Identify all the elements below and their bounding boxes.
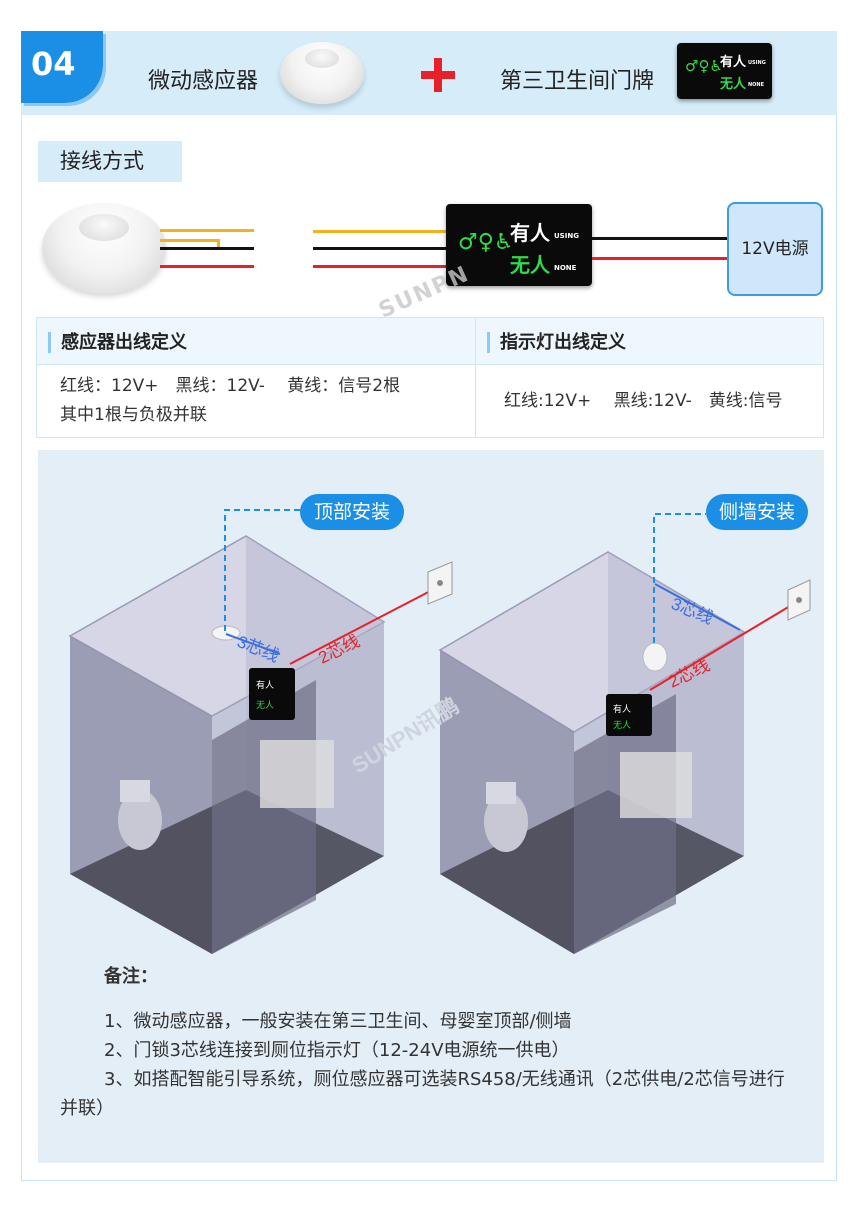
sensor-yellow-wire-1 xyxy=(160,229,254,232)
step-badge: 04 xyxy=(21,31,103,103)
svg-text:有人: 有人 xyxy=(256,679,274,690)
wire-definition-table: 感应器出线定义 指示灯出线定义 红线：12V+ 黑线：12V- 黄线：信号2根其… xyxy=(36,317,824,438)
sensor-image xyxy=(280,42,364,104)
svg-text:无人: 无人 xyxy=(256,700,274,710)
wiring-door-sign: ♂♀♿ 有人 USING 无人 NONE xyxy=(446,204,592,286)
wiring-sensor-image xyxy=(42,203,166,293)
sign-title: 第三卫生间门牌 xyxy=(500,69,655,94)
table-cell-indicator: 红线:12V+ 黑线:12V- 黄线:信号 xyxy=(475,364,824,438)
sign-occupied-en: USING xyxy=(554,232,579,240)
sensor-yellow-wire-2 xyxy=(160,239,220,242)
table-header-sensor: 感应器出线定义 xyxy=(36,317,476,365)
note-item: 1、微动感应器，一般安装在第三卫生间、母婴室顶部/侧墙 xyxy=(104,1011,572,1032)
door-sign-image: ♂♀♿ 有人 USING 无人 NONE xyxy=(677,43,772,99)
plus-icon xyxy=(421,58,455,92)
restroom-figures-icon: ♂♀♿ xyxy=(685,57,723,75)
sign-occupied-text: 有人 xyxy=(510,221,550,245)
sign-occupied-text: 有人 xyxy=(720,55,747,70)
sign-vacant-en: NONE xyxy=(554,264,577,272)
note-item: 3、如搭配智能引导系统，厕位感应器可选装RS458/无线通讯（2芯供电/2芯信号… xyxy=(60,1069,785,1119)
power-supply-box: 12V电源 xyxy=(727,202,823,296)
side-mount-label: 侧墙安装 xyxy=(706,494,808,530)
sensor-title: 微动感应器 xyxy=(148,69,259,94)
table-cell-sensor: 红线：12V+ 黑线：12V- 黄线：信号2根其中1根与负极并联 xyxy=(36,364,476,438)
svg-text:有人: 有人 xyxy=(613,703,631,714)
sign-vacant-en: NONE xyxy=(748,82,765,88)
sensor-red-wire xyxy=(160,265,254,268)
sign-yellow-wire xyxy=(313,230,447,233)
sensor-black-wire xyxy=(160,247,254,250)
wiring-section-title: 接线方式 xyxy=(38,141,182,182)
table-header-indicator: 指示灯出线定义 xyxy=(475,317,824,365)
sign-occupied-en: USING xyxy=(748,60,766,66)
wall-socket-icon xyxy=(427,561,453,605)
notes-title: 备注： xyxy=(104,966,158,987)
sign-red-wire xyxy=(313,265,447,268)
power-red-wire xyxy=(592,257,728,260)
sign-black-wire xyxy=(313,247,447,250)
power-black-wire xyxy=(592,237,728,240)
sign-vacant-text: 无人 xyxy=(720,77,747,92)
restroom-figures-icon: ♂♀♿ xyxy=(458,230,514,255)
sign-vacant-text: 无人 xyxy=(510,253,550,277)
wall-socket-icon xyxy=(787,579,811,621)
notes-block: 备注： 1、微动感应器，一般安装在第三卫生间、母婴室顶部/侧墙 2、门锁3芯线连… xyxy=(60,962,800,1123)
note-item: 2、门锁3芯线连接到厕位指示灯（12-24V电源统一供电） xyxy=(104,1040,570,1061)
top-mount-label: 顶部安装 xyxy=(300,494,404,530)
svg-text:无人: 无人 xyxy=(613,720,631,730)
